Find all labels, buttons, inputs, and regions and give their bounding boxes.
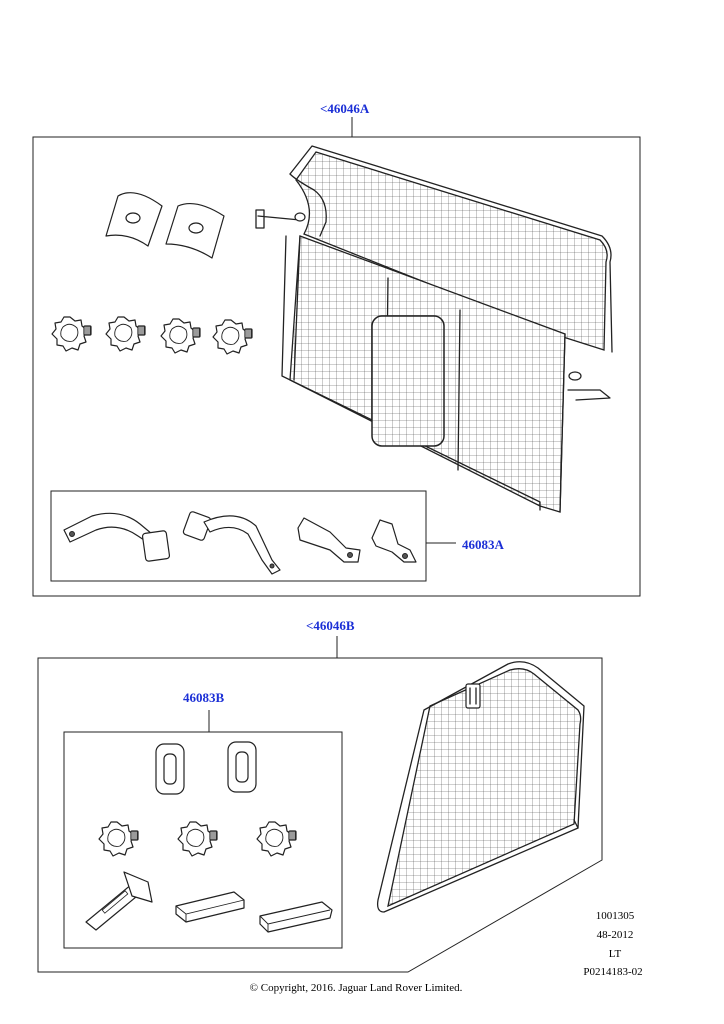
callout-subkit-a[interactable]: 46083A bbox=[462, 537, 504, 552]
kit-b-frame bbox=[37, 657, 603, 973]
knob-b-2 bbox=[177, 821, 218, 857]
subkit-a-group bbox=[50, 490, 456, 582]
callout-kit-a[interactable]: <46046A bbox=[320, 101, 370, 116]
mount-bracket-2 bbox=[371, 519, 417, 563]
kit-a-frame bbox=[32, 136, 641, 597]
meta-ref-4: P0214183-02 bbox=[583, 966, 643, 978]
subkit-b-group bbox=[63, 710, 343, 949]
knob-4 bbox=[212, 319, 253, 355]
mount-bracket-1 bbox=[297, 517, 361, 563]
kit-b-group bbox=[37, 636, 603, 973]
copyright-notice: © Copyright, 2016. Jaguar Land Rover Lim… bbox=[249, 982, 463, 994]
cargo-guard-a bbox=[255, 145, 613, 513]
spacer-pad-2 bbox=[259, 901, 333, 933]
bracket-plate-right bbox=[165, 203, 225, 259]
callout-kit-b[interactable]: <46046B bbox=[306, 618, 355, 633]
knob-3 bbox=[160, 318, 201, 354]
meta-ref-1: 1001305 bbox=[595, 910, 635, 922]
meta-ref-2: 48-2012 bbox=[596, 929, 634, 941]
spacer-pad-1 bbox=[175, 891, 245, 923]
bracket-plate-left bbox=[105, 192, 163, 247]
meta-ref-3: LT bbox=[608, 948, 622, 960]
slot-bracket-1 bbox=[155, 743, 185, 795]
callout-subkit-b[interactable]: 46083B bbox=[183, 690, 225, 705]
knob-b-1 bbox=[98, 821, 139, 857]
angle-bracket bbox=[85, 871, 153, 931]
knob-2 bbox=[105, 316, 146, 352]
slot-bracket-2 bbox=[227, 741, 257, 793]
subkit-b-frame bbox=[63, 731, 343, 949]
mount-arm-left bbox=[63, 512, 171, 562]
cargo-guard-b bbox=[376, 661, 585, 913]
kit-a-group bbox=[32, 117, 641, 597]
subkit-a-frame bbox=[50, 490, 427, 582]
knob-b-3 bbox=[256, 821, 297, 857]
mount-arm-right bbox=[182, 511, 281, 575]
knob-1 bbox=[51, 316, 92, 352]
